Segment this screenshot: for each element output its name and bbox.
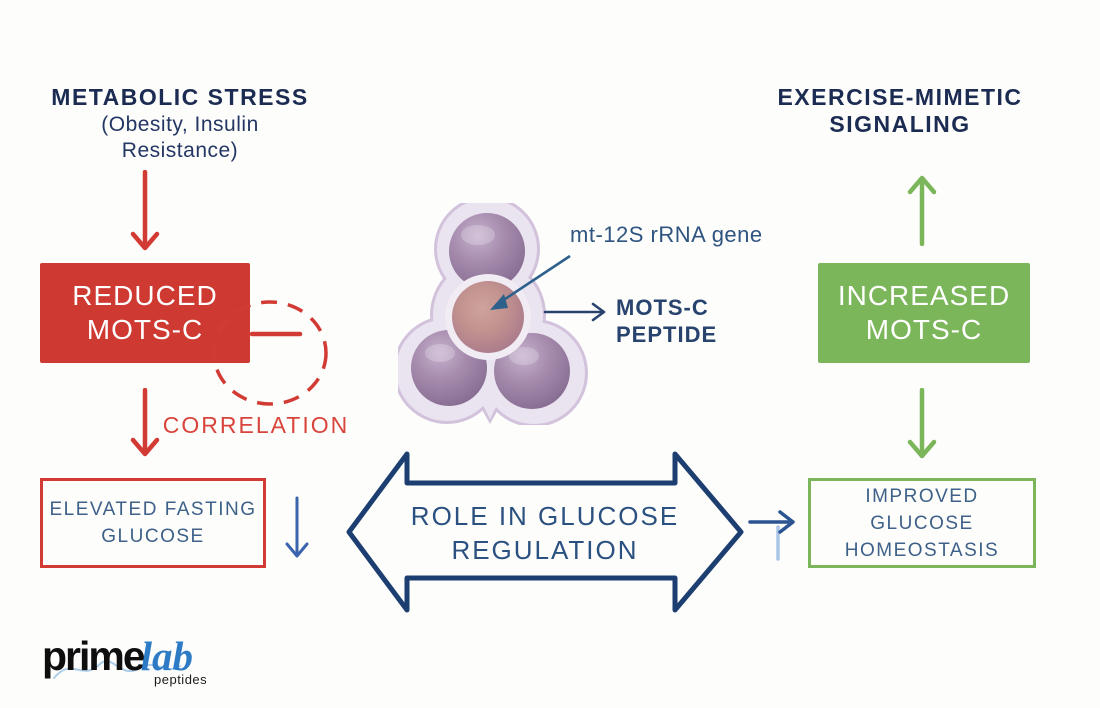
purple-lobes xyxy=(411,213,570,409)
role-in-glucose-label: ROLE IN GLUCOSE REGULATION xyxy=(395,499,695,567)
primelab-logo: prime lab peptides xyxy=(42,632,262,698)
elevated-box-line-1: ELEVATED FASTING xyxy=(49,499,257,520)
peptide-line-1: MOTS-C xyxy=(616,295,709,320)
green-down-arrow-icon xyxy=(907,388,937,459)
gene-label: mt-12S rRNA gene xyxy=(570,222,763,247)
elevated-fasting-glucose-box: ELEVATED FASTING GLUCOSE xyxy=(40,478,266,568)
gene-pointer-arrow-icon xyxy=(490,254,571,310)
metabolic-stress-subheading: (Obesity, Insulin Resistance) xyxy=(40,112,320,164)
reduced-mots-c-box: REDUCED MOTS-C xyxy=(40,263,250,363)
right-heading-line-1: EXERCISE-MIMETIC xyxy=(777,84,1023,110)
exercise-mimetic-heading: EXERCISE-MIMETIC SIGNALING xyxy=(760,84,1040,138)
peptide-line-2: PEPTIDE xyxy=(616,322,718,347)
inhibition-dashed-circle xyxy=(212,300,328,406)
blue-down-arrow-icon xyxy=(285,496,309,558)
reduced-box-line-2: MOTS-C xyxy=(86,314,204,345)
increased-mots-c-box: INCREASED MOTS-C xyxy=(818,263,1030,363)
improved-box-line-1: IMPROVED GLUCOSE xyxy=(865,485,979,534)
increased-box-line-2: MOTS-C xyxy=(865,314,983,345)
metabolic-stress-heading: METABOLIC STRESS xyxy=(51,84,309,110)
increased-box-line-1: INCREASED xyxy=(837,280,1011,311)
red-down-arrow-icon xyxy=(130,170,160,251)
correlation-label: CORRELATION xyxy=(162,412,350,438)
mitochondria-organelle-illustration xyxy=(398,203,588,425)
improved-box-line-2: HOMEOSTASIS xyxy=(844,539,1000,561)
logo-squiggle-icon xyxy=(53,660,181,679)
elevated-box-line-2: GLUCOSE xyxy=(101,526,205,547)
double-headed-arrow-shape xyxy=(346,451,744,613)
reduced-box-line-1: REDUCED xyxy=(72,280,218,311)
logo-tagline: peptides xyxy=(154,672,208,687)
red-down-arrow-icon xyxy=(130,388,160,457)
logo-prime-text: prime xyxy=(42,633,146,679)
improved-glucose-homeostasis-box: IMPROVED GLUCOSE HOMEOSTASIS xyxy=(808,478,1036,568)
green-up-arrow-icon xyxy=(907,175,937,246)
blue-right-arrow-icon xyxy=(748,510,795,561)
logo-lab-text: lab xyxy=(140,633,194,679)
right-heading-line-2: SIGNALING xyxy=(829,111,971,137)
peptide-right-arrow-icon xyxy=(543,302,606,322)
role-line-2: REGULATION xyxy=(451,535,639,565)
subheading-line-2: Resistance) xyxy=(121,139,239,162)
subheading-line-1: (Obesity, Insulin xyxy=(101,113,259,136)
role-line-1: ROLE IN GLUCOSE xyxy=(410,501,680,531)
mots-c-peptide-label: MOTS-C PEPTIDE xyxy=(616,294,717,348)
